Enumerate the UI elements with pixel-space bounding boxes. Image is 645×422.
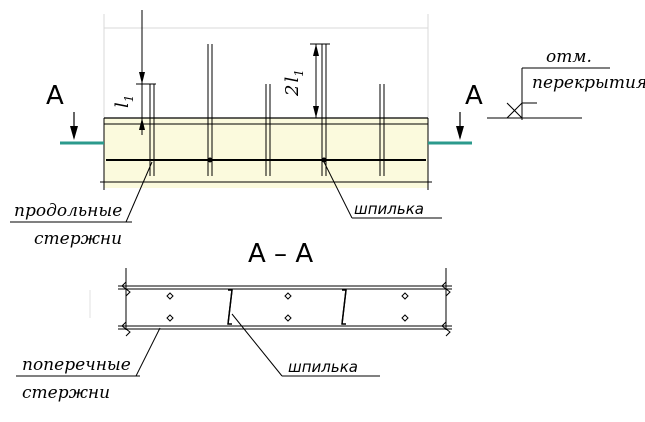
transverse-bar-points <box>166 292 409 322</box>
vertical-bars <box>149 44 385 176</box>
studs-section <box>227 289 347 325</box>
transverse-bars-label-1: поперечные <box>22 355 131 375</box>
leader-stud-section: шпилька <box>231 313 380 377</box>
longitudinal-bars-label-1: продольные <box>14 201 122 221</box>
section-title: А – А <box>248 239 313 269</box>
section-view: А – А <box>16 239 452 403</box>
dimension-2l1: 2 l1 <box>282 43 330 118</box>
svg-text:l1: l1 <box>112 95 136 108</box>
dim-long-label: l <box>282 77 303 83</box>
dim-short-sub: 1 <box>122 95 136 103</box>
dim-long-factor: 2 <box>282 85 303 97</box>
svg-text:2l1: 2 l1 <box>282 69 306 97</box>
section-marker-left: A <box>46 81 78 140</box>
section-marker-right: A <box>456 81 483 140</box>
construction-lines <box>103 14 429 118</box>
leader-longitudinal-bars: продольные стержни <box>10 161 153 249</box>
section-marker-right-label: A <box>465 81 483 111</box>
slab-level-label-2: перекрытия <box>532 73 645 93</box>
transverse-bars-label-2: стержни <box>22 383 110 403</box>
longitudinal-bars-label-2: стержни <box>34 229 122 249</box>
break-marks <box>121 281 451 337</box>
dimension-l1: l1 <box>112 10 156 135</box>
slab-level-label-1: отм. <box>546 47 592 67</box>
stud-label-section: шпилька <box>288 358 358 376</box>
leader-transverse-bars: поперечные стержни <box>16 327 161 403</box>
dim-long-sub: 1 <box>292 69 306 77</box>
slab-level-mark: отм. перекрытия <box>487 47 645 120</box>
dim-short-label: l <box>112 102 133 108</box>
elevation-view: l1 2l1 A A <box>10 10 645 249</box>
leader-stud-elevation: шпилька <box>323 161 442 219</box>
section-marker-left-label: A <box>46 81 64 111</box>
stud-label-elevation: шпилька <box>354 200 424 218</box>
